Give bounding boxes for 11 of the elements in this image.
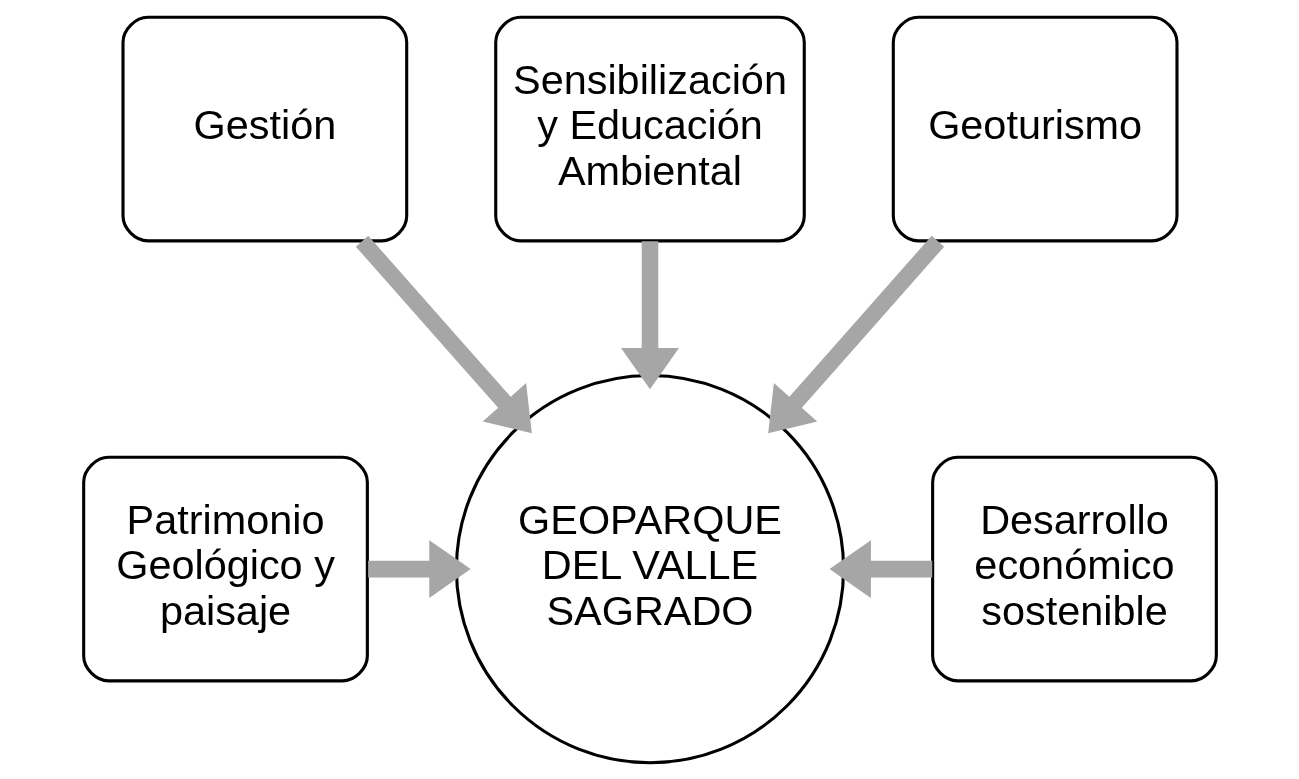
node-box: Sensibilización y Educación Ambiental	[493, 15, 806, 242]
node-box: Patrimonio Geológico y paisaje	[81, 455, 369, 682]
node-box: Gestión	[120, 15, 408, 242]
arrow	[829, 539, 932, 598]
arrow	[367, 539, 471, 598]
node-box: Desarrollo económico sostenible	[930, 455, 1218, 682]
arrow	[767, 235, 944, 433]
arrow	[355, 235, 532, 433]
node-box: Geoturismo	[891, 15, 1179, 242]
arrow	[620, 240, 679, 389]
node-circle: GEOPARQUE DEL VALLE SAGRADO	[454, 373, 845, 764]
